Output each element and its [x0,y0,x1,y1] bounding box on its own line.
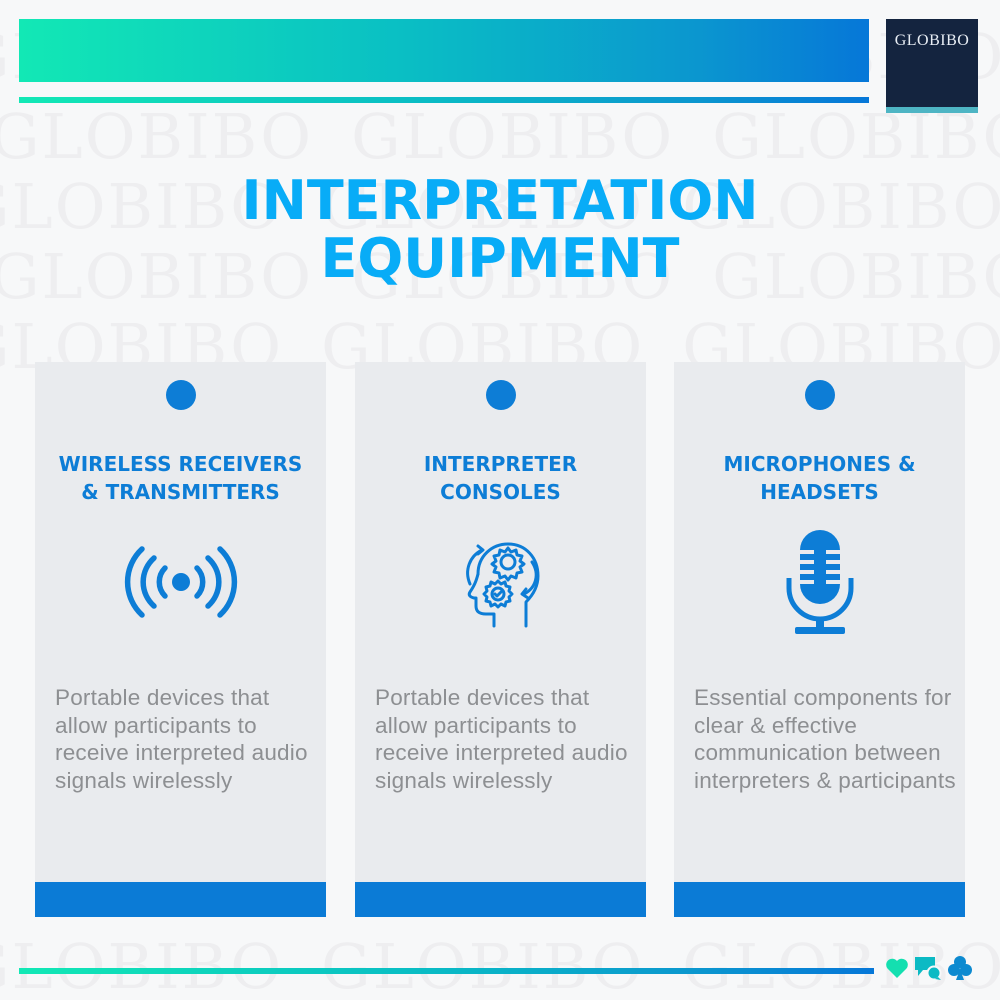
card-footer-bar [355,882,646,917]
microphone-icon [760,527,880,637]
header-divider-line [19,97,869,103]
card-footer-bar [674,882,965,917]
wireless-signal-icon [121,527,241,637]
page-title: INTERPRETATION EQUIPMENT [0,172,1000,288]
card-heading: WIRELESS RECEIVERS & TRANSMITTERS [58,452,303,504]
heart-icon [885,957,909,983]
chat-bubbles-icon [914,955,942,985]
logo-text: GLOBIBO [894,32,970,49]
club-icon [947,955,973,985]
brand-logo: GLOBIBO [886,19,978,113]
card-dot-marker [165,380,196,410]
card-dot-marker [804,380,835,410]
card-description: Portable devices that allow participants… [375,685,628,793]
card-interpreter-consoles: INTERPRETER CONSOLES Portable devices th… [355,362,646,917]
header-gradient-bar [19,19,869,82]
footer-icons [885,955,973,985]
footer-divider-line [19,968,874,974]
card-description: Portable devices that allow participants… [55,685,308,793]
card-heading: INTERPRETER CONSOLES [423,452,578,504]
card-wireless-receivers: WIRELESS RECEIVERS & TRANSMITTERS Portab… [35,362,326,917]
title-line-1: INTERPRETATION [241,169,759,232]
card-heading: MICROPHONES & HEADSETS [723,452,916,504]
card-description: Essential components for clear & effecti… [694,685,956,793]
card-microphones-headsets: MICROPHONES & HEADSETS Essential compone… [674,362,965,917]
title-line-2: EQUIPMENT [320,227,680,290]
head-gears-icon [441,527,561,637]
card-dot-marker [485,380,516,410]
card-footer-bar [35,882,326,917]
